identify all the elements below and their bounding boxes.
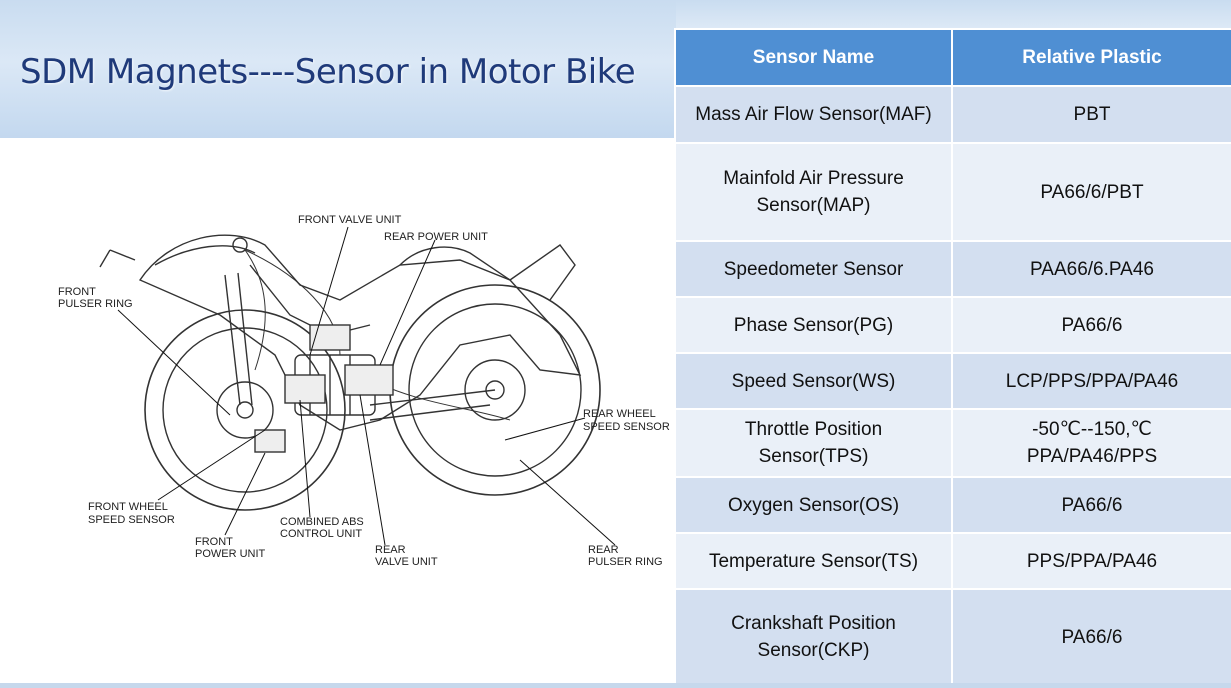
sensor-name-cell: Temperature Sensor(TS) [674,532,953,590]
plastic-cell: PAA66/6.PA46 [951,240,1231,298]
sensor-name-line: Speed Sensor(WS) [731,370,896,392]
sensor-name-line-2: Sensor(MAP) [756,195,871,216]
sensor-name-line: Oxygen Sensor(OS) [727,494,900,516]
sensor-name-line: Mass Air Flow Sensor(MAF) [695,104,932,125]
label-front-power-2: POWER UNIT [195,548,266,560]
label-combined-abs-1: COMBINED ABS [280,516,364,528]
plastic-cell: PA66/6 [951,476,1231,534]
label-rear-valve-2: VALVE UNIT [375,556,438,568]
label-combined-abs-2: CONTROL UNIT [280,528,362,540]
label-front-valve-unit: FRONT VALVE UNIT [298,214,402,226]
plastic-cell: PPS/PPA/PA46 [951,532,1231,590]
sensor-name-line: Phase Sensor(PG) [733,314,894,336]
slide-title: SDM Magnets----Sensor in Motor Bike [20,52,636,92]
label-rear-wheel-speed-2: SPEED SENSOR [583,421,670,433]
sensor-name-cell: Mass Air Flow Sensor(MAF) [674,85,953,144]
plastic-line: PA66/6/PBT [1040,181,1144,203]
label-front-pulser-ring-1: FRONT [58,286,96,298]
plastic-cell: PA66/6/PBT [951,142,1231,242]
plastic-line: PPS/PPA/PA46 [1026,550,1158,572]
table-row: Speed Sensor(WS) LCP/PPS/PPA/PA46 [674,352,1231,410]
sensor-name-cell: Phase Sensor(PG) [674,296,953,354]
table-row: Temperature Sensor(TS) PPS/PPA/PA46 [674,532,1231,590]
top-strip [676,0,1231,28]
label-front-power-1: FRONT [195,536,233,548]
sensor-name-line-2: Sensor(TPS) [758,446,869,467]
plastic-line: PA66/6 [1061,494,1123,516]
label-rear-pulser-1: REAR [588,544,619,556]
plastic-line: PA66/6 [1061,314,1123,336]
plastic-cell: PA66/6 [951,588,1231,686]
sensor-name-cell: Speed Sensor(WS) [674,352,953,410]
header-relative-plastic: Relative Plastic [951,28,1231,87]
plastic-line: PBT [1073,104,1111,125]
sensor-plastic-table: Sensor Name Relative Plastic Mass Air Fl… [674,28,1231,686]
sensor-name-line: Crankshaft Position [731,613,896,634]
header-sensor-name: Sensor Name [674,28,953,87]
label-front-wheel-speed-2: SPEED SENSOR [88,514,175,526]
table-header-row: Sensor Name Relative Plastic [674,28,1231,87]
table-row: Mass Air Flow Sensor(MAF) PBT [674,85,1231,144]
sensor-name-line: Temperature Sensor(TS) [708,550,919,572]
plastic-line: -50℃--150,℃ [1032,419,1152,440]
table-row: Oxygen Sensor(OS) PA66/6 [674,476,1231,534]
sensor-name-cell: Oxygen Sensor(OS) [674,476,953,534]
sensor-name-cell: Speedometer Sensor [674,240,953,298]
plastic-cell: PA66/6 [951,296,1231,354]
sensor-name-line: Speedometer Sensor [723,258,904,280]
plastic-line: PA66/6 [1061,626,1123,648]
bottom-strip [0,683,1231,688]
sensor-name-line-2: Sensor(CKP) [757,640,870,661]
plastic-cell: PBT [951,85,1231,144]
table-row: Phase Sensor(PG) PA66/6 [674,296,1231,354]
sensor-name-line: Throttle Position [744,419,883,440]
plastic-line-2: PPA/PA46/PPS [1026,446,1158,467]
label-front-wheel-speed-1: FRONT WHEEL [88,501,168,513]
plastic-cell: -50℃--150,℃ PPA/PA46/PPS [951,408,1231,478]
motorbike-illustration [99,234,601,511]
label-rear-pulser-2: PULSER RING [588,556,663,568]
label-rear-power-unit: REAR POWER UNIT [384,231,488,243]
plastic-cell: LCP/PPS/PPA/PA46 [951,352,1231,410]
callout-lines [117,226,616,546]
motorbike-sensor-diagram: FRONT VALVE UNIT REAR POWER UNIT FRONT P… [58,214,670,568]
sensor-name-line: Mainfold Air Pressure [723,168,904,189]
diagram-labels: FRONT VALVE UNIT REAR POWER UNIT FRONT P… [58,214,670,568]
label-rear-valve-1: REAR [375,544,406,556]
title-band [0,0,676,138]
plastic-line: LCP/PPS/PPA/PA46 [1005,370,1179,392]
label-rear-wheel-speed-1: REAR WHEEL [583,408,656,420]
label-front-pulser-ring-2: PULSER RING [58,298,133,310]
plastic-line: PAA66/6.PA46 [1030,258,1154,280]
table-row: Speedometer Sensor PAA66/6.PA46 [674,240,1231,298]
